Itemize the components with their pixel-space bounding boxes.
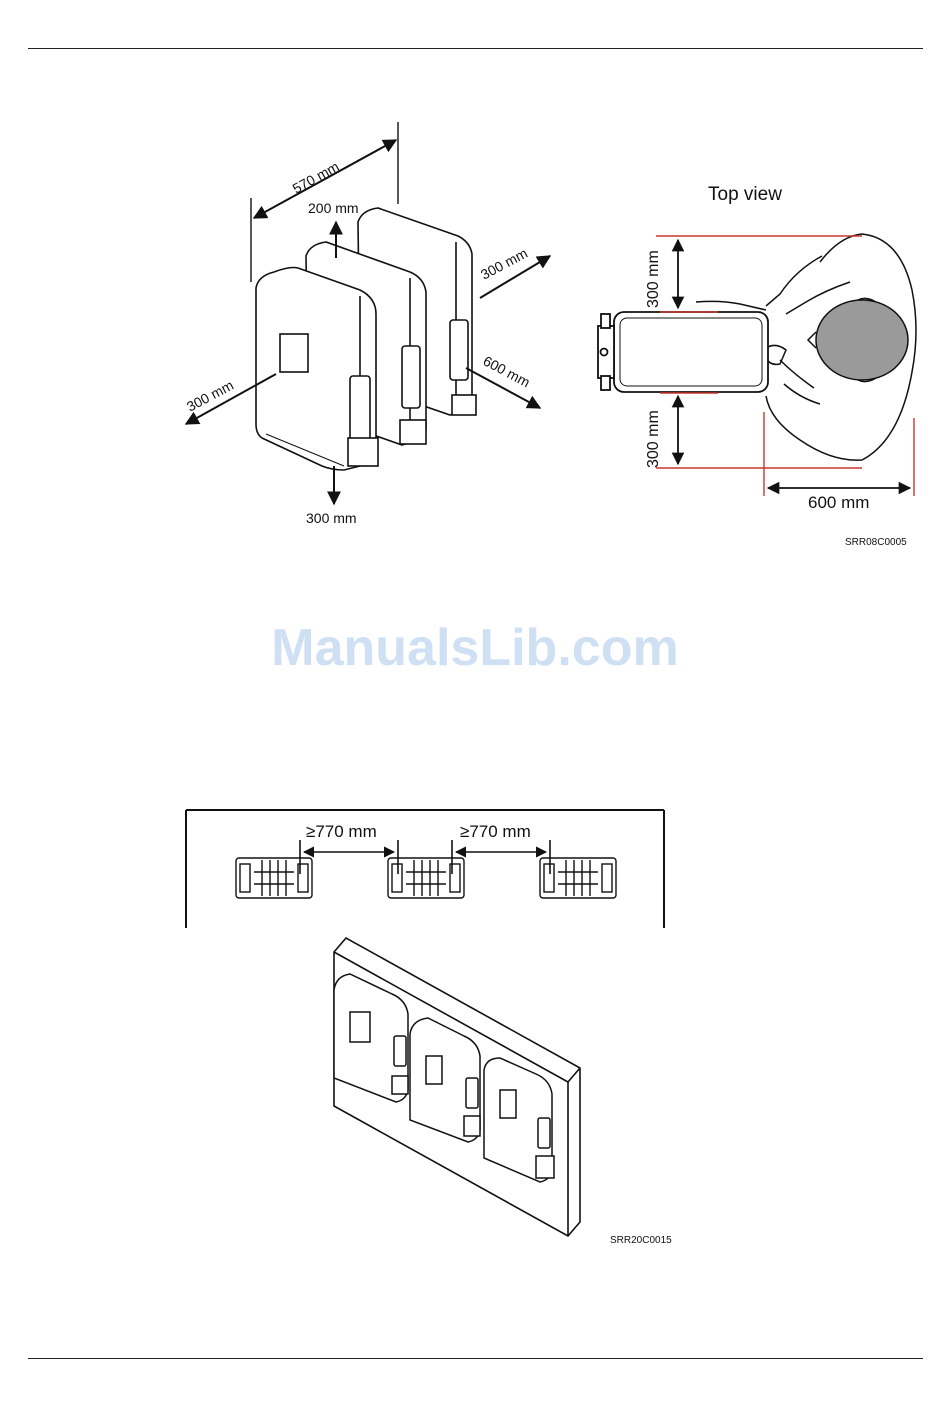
label-gap-left: ≥770 mm — [306, 822, 377, 841]
label-left-clearance: 300 mm — [184, 377, 236, 415]
label-bottom-clearance: 300 mm — [306, 510, 357, 526]
label-gap-right: ≥770 mm — [460, 822, 531, 841]
mounting-bracket-right — [540, 858, 616, 898]
label-lower-clearance: 300 mm — [645, 410, 662, 468]
label-width-total: 570 mm — [290, 158, 342, 197]
figure1-code: SRR08C0005 — [845, 537, 907, 548]
label-front-clearance: 600 mm — [481, 353, 533, 391]
figure2-code: SRR20C0015 — [610, 1235, 672, 1246]
iso-cabinets — [256, 208, 476, 470]
top-view-title: Top view — [708, 184, 782, 205]
label-right-clearance: 300 mm — [478, 245, 530, 283]
label-front-clearance-top: 600 mm — [808, 493, 869, 512]
label-top-clearance: 200 mm — [308, 200, 359, 216]
watermark: ManualsLib.com — [0, 618, 950, 678]
top-view-device — [598, 312, 768, 392]
label-upper-clearance: 300 mm — [645, 250, 662, 308]
